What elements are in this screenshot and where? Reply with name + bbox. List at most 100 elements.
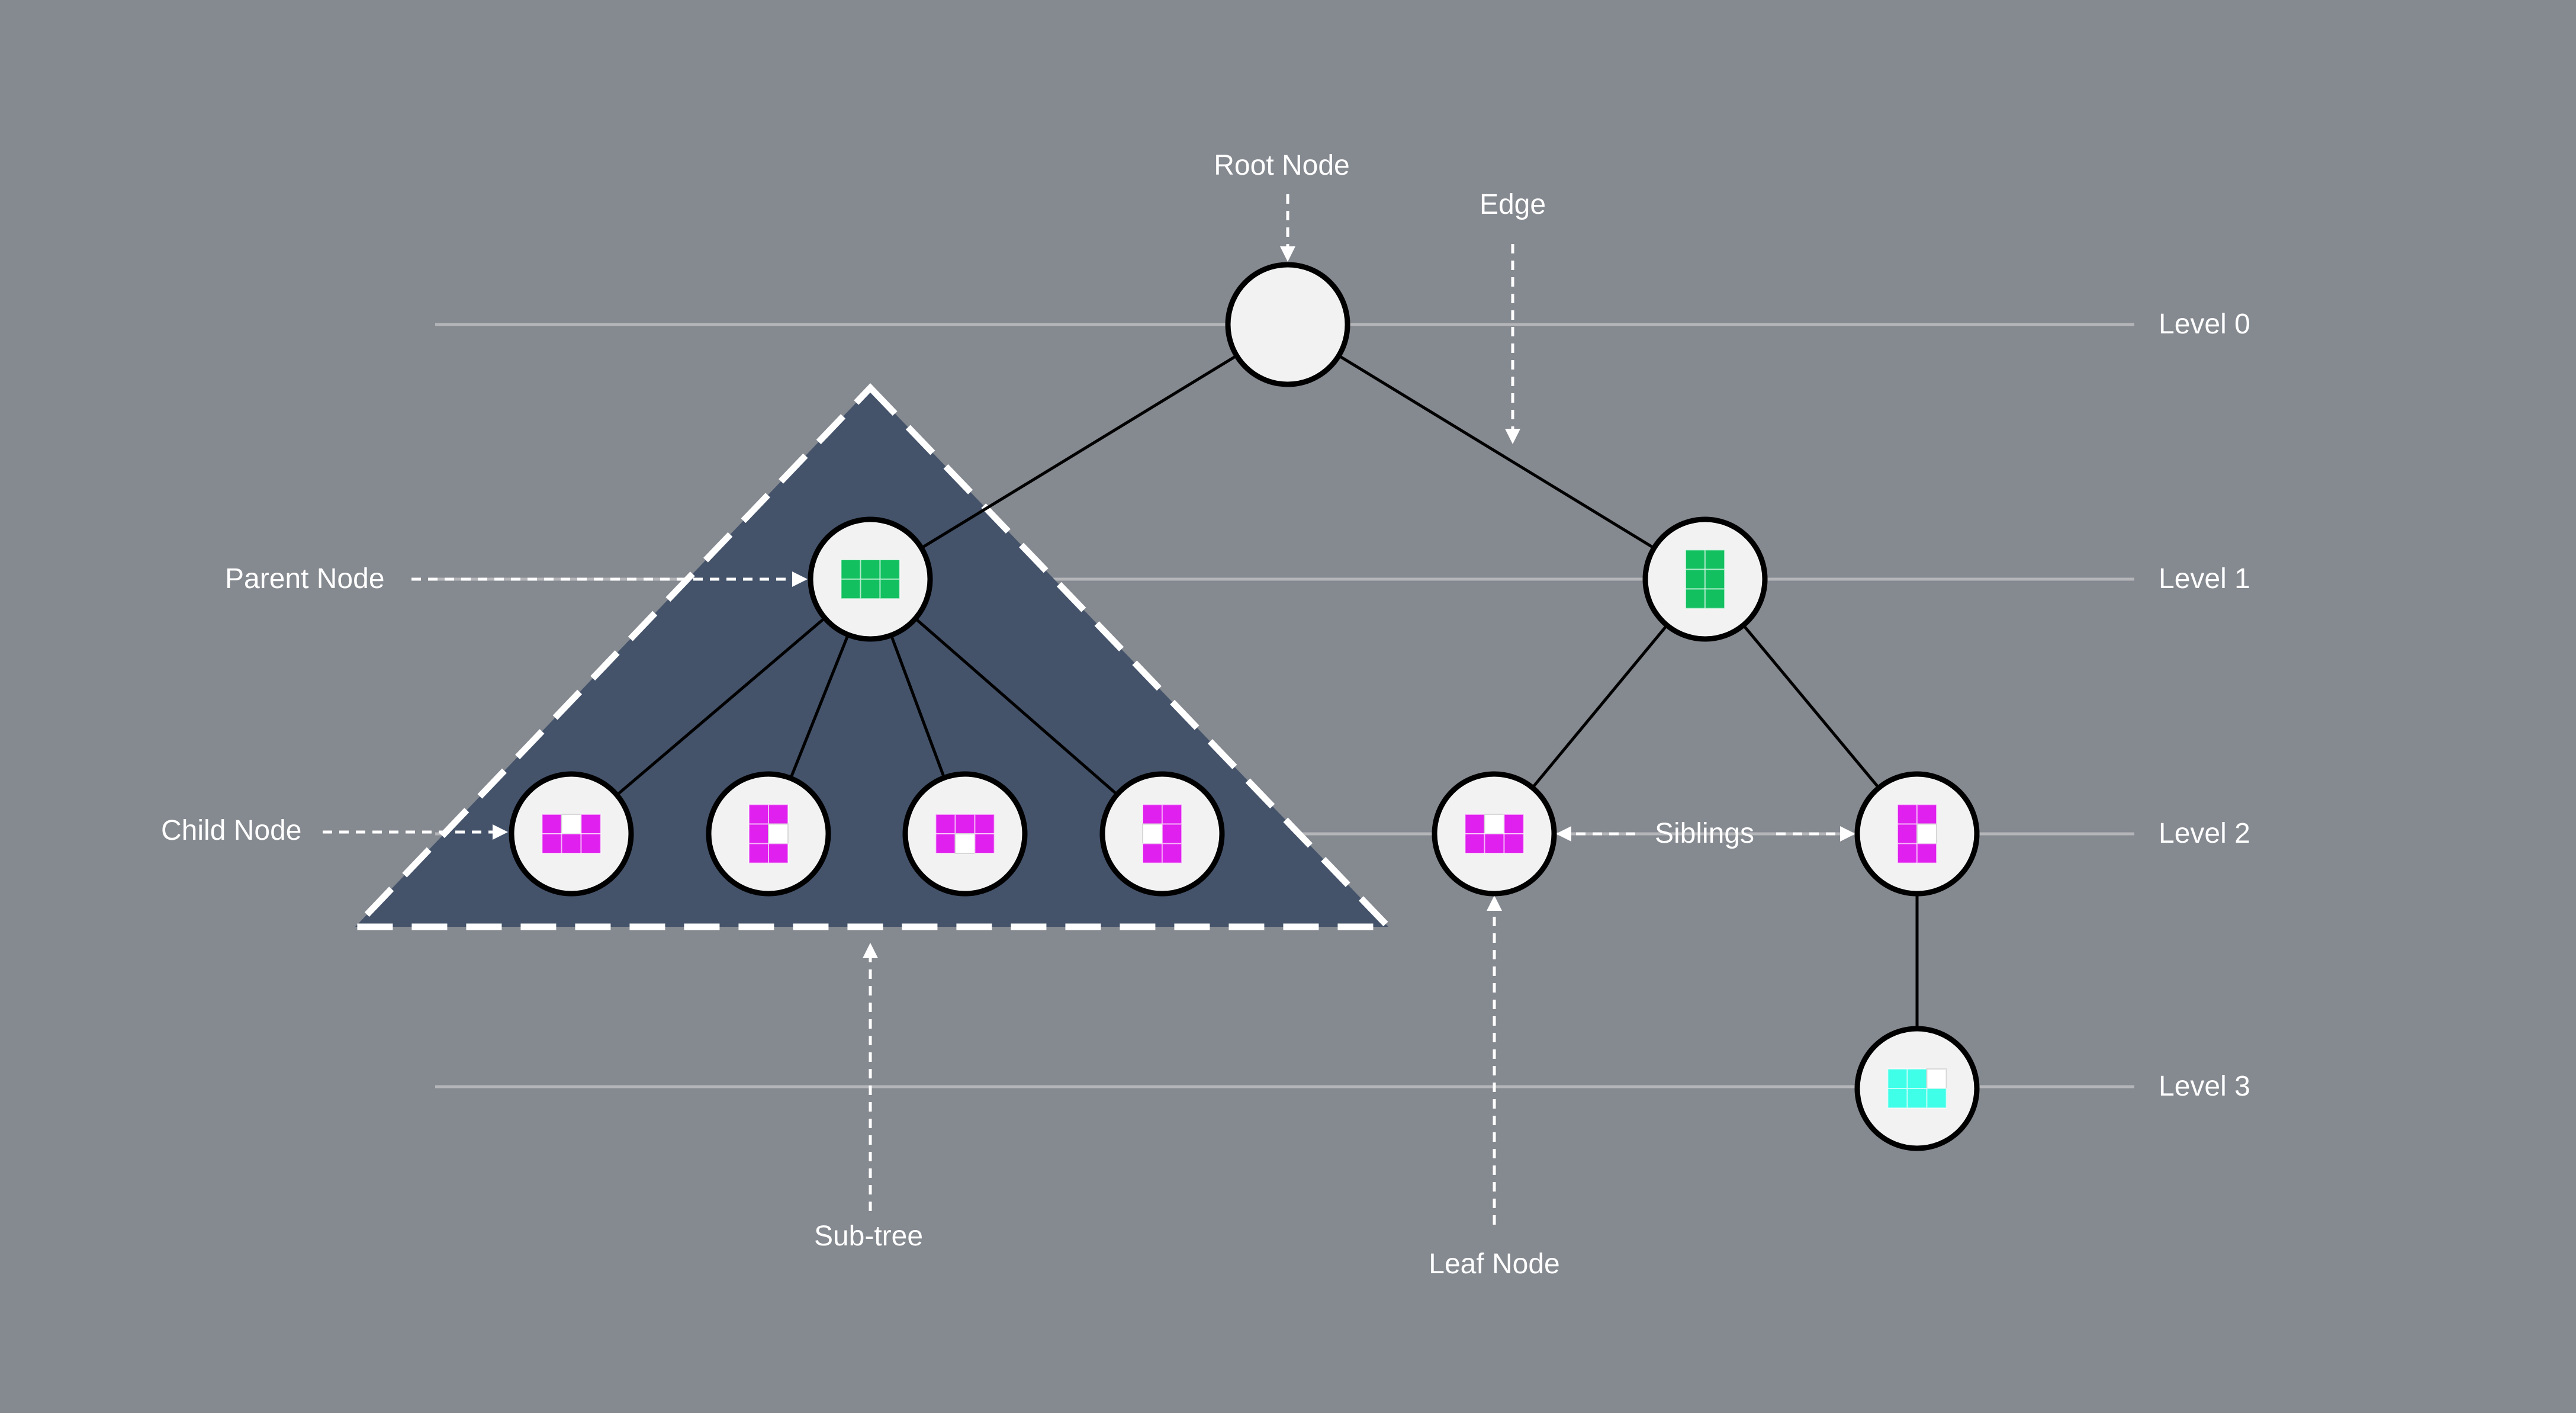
edge-right1-leaf: [1531, 624, 1668, 789]
node-c2: [706, 771, 831, 897]
icon-cell: [1142, 823, 1163, 844]
siblings-right-arrow: [1776, 826, 1855, 842]
root-node-arrow-head: [1280, 246, 1295, 262]
icon-cell: [1897, 823, 1918, 844]
leaf-node-arrow-head: [1487, 895, 1502, 911]
icon-cell: [954, 833, 976, 854]
icon-cell: [879, 559, 901, 580]
node-leaf-block-icon: [1464, 814, 1525, 854]
level-2-label: Level 2: [2159, 818, 2250, 849]
icon-cell: [1887, 1088, 1908, 1109]
icon-cell: [1142, 804, 1163, 825]
icon-cell: [1926, 1088, 1947, 1109]
icon-cell: [1162, 823, 1182, 844]
icon-cell: [1916, 823, 1937, 844]
child-node-arrow: [323, 824, 508, 840]
icon-cell: [954, 814, 976, 834]
edge-root-right1: [1337, 354, 1655, 550]
siblings-right-arrow-head: [1840, 826, 1855, 842]
icon-cell: [974, 814, 995, 834]
child-node-arrow-head: [493, 824, 508, 840]
node-c1: [509, 771, 634, 897]
parent-node-arrow-head: [792, 571, 808, 587]
icon-cell: [1906, 1088, 1928, 1109]
level-3-label: Level 3: [2159, 1071, 2250, 1102]
icon-cell: [1897, 804, 1918, 825]
node-right1: [1642, 516, 1768, 642]
node-c3: [902, 771, 1028, 897]
node-c2-block-icon: [748, 804, 789, 864]
edge-label: Edge: [1479, 189, 1546, 220]
icon-cell: [1464, 814, 1485, 834]
node-l3: [1854, 1026, 1980, 1151]
edge-parent-c1: [616, 616, 826, 797]
icon-cell: [1887, 1068, 1908, 1089]
edge-parent-c4: [914, 617, 1118, 796]
node-root: [1225, 262, 1350, 387]
icon-cell: [580, 833, 602, 854]
icon-cell: [1705, 549, 1725, 570]
node-c1-block-icon: [541, 814, 602, 854]
siblings-left-arrow: [1556, 826, 1635, 842]
icon-cell: [561, 833, 582, 854]
icon-cell: [1685, 569, 1706, 590]
icon-cell: [1484, 833, 1505, 854]
sub-tree-label: Sub-tree: [813, 1221, 924, 1252]
icon-cell: [768, 823, 789, 844]
level-1-label: Level 1: [2159, 563, 2250, 595]
parent-node-label: Parent Node: [225, 563, 385, 595]
icon-cell: [768, 804, 789, 825]
parent-node-arrow: [411, 571, 808, 587]
siblings-left-arrow-head: [1556, 826, 1571, 842]
icon-cell: [1464, 833, 1485, 854]
node-sib: [1854, 771, 1980, 897]
edge-parent-c3: [889, 634, 946, 779]
icon-cell: [974, 833, 995, 854]
icon-cell: [1162, 843, 1182, 864]
icon-cell: [840, 559, 861, 580]
node-parent-block-icon: [840, 559, 901, 599]
icon-cell: [1906, 1068, 1928, 1089]
siblings-label: Siblings: [1654, 818, 1755, 849]
icon-cell: [1916, 843, 1937, 864]
root-node-label: Root Node: [1214, 150, 1350, 181]
icon-cell: [748, 823, 769, 844]
node-right1-block-icon: [1685, 549, 1725, 609]
icon-cell: [541, 814, 562, 834]
icon-cell: [1685, 588, 1706, 609]
sub-tree-arrow-head: [863, 943, 878, 958]
edge-right1-sib: [1742, 624, 1880, 789]
icon-cell: [1705, 588, 1725, 609]
icon-cell: [840, 579, 861, 599]
icon-cell: [935, 814, 956, 834]
icon-cell: [541, 833, 562, 854]
icon-cell: [748, 843, 769, 864]
node-leaf: [1432, 771, 1557, 897]
leaf-node-arrow: [1487, 895, 1502, 1225]
node-c4-block-icon: [1142, 804, 1182, 864]
edge-arrow-head: [1505, 429, 1520, 444]
icon-cell: [1916, 804, 1937, 825]
edge-arrow: [1505, 244, 1520, 444]
edge-parent-c2: [789, 634, 850, 779]
icon-cell: [1926, 1068, 1947, 1089]
icon-cell: [1484, 814, 1505, 834]
sub-tree-arrow: [863, 943, 878, 1211]
level-0-label: Level 0: [2159, 309, 2250, 340]
icon-cell: [768, 843, 789, 864]
root-node-arrow: [1280, 194, 1295, 262]
icon-cell: [879, 579, 901, 599]
icon-cell: [1503, 833, 1525, 854]
leaf-node-label: Leaf Node: [1429, 1248, 1560, 1280]
icon-cell: [1897, 843, 1918, 864]
icon-cell: [1162, 804, 1182, 825]
icon-cell: [1142, 843, 1163, 864]
node-parent: [808, 516, 933, 642]
icon-cell: [748, 804, 769, 825]
icon-cell: [1685, 549, 1706, 570]
node-sib-block-icon: [1897, 804, 1937, 864]
child-node-label: Child Node: [161, 815, 302, 846]
icon-cell: [860, 579, 881, 599]
